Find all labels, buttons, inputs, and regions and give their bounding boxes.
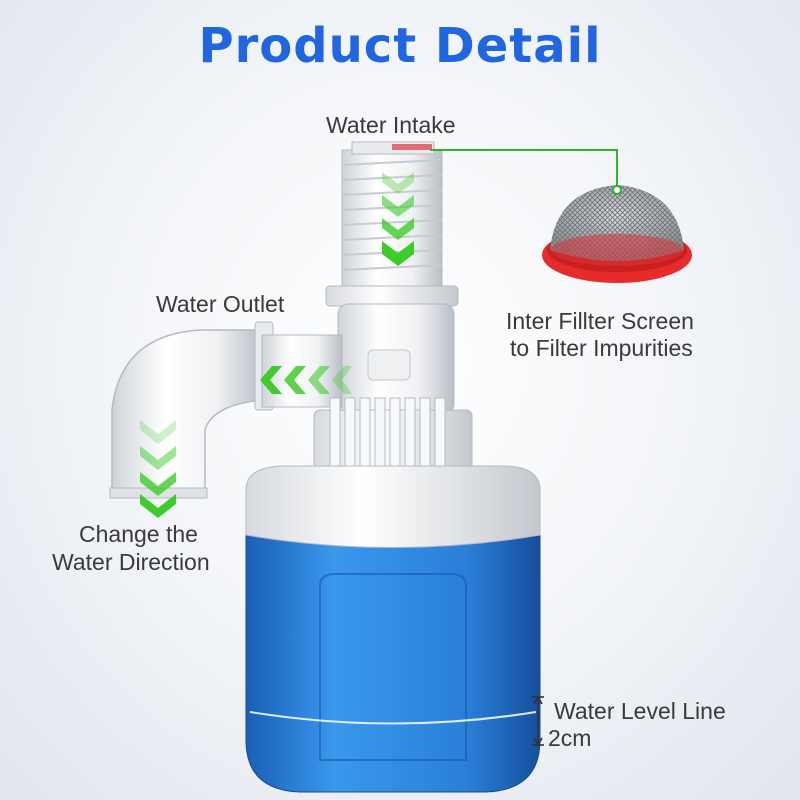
page-title: Product Detail: [198, 18, 602, 74]
water-level-line: [249, 711, 537, 725]
outlet-arrows: [260, 366, 352, 394]
intake-arrows: [382, 172, 414, 266]
filter-label-line1: Inter Fillter Screen: [506, 308, 694, 334]
intake-pipe: [325, 141, 459, 307]
direction-label-line2: Water Direction: [52, 549, 210, 575]
level-label-line2: 2cm: [548, 725, 592, 751]
direction-arrows: [140, 420, 176, 518]
float-body: [245, 465, 541, 793]
water-intake-label: Water Intake: [326, 112, 456, 138]
level-indicator: [532, 695, 544, 747]
filter-label-line2: to Filter Impurities: [510, 335, 693, 361]
level-label-line1: Water Level Line: [554, 698, 726, 724]
filter-leader-line: [430, 149, 622, 195]
direction-label-line1: Change the: [79, 521, 198, 547]
valve-body: [261, 303, 455, 415]
filter-screen: [542, 185, 692, 283]
water-outlet-label: Water Outlet: [156, 291, 285, 317]
elbow-pipe: [109, 321, 274, 499]
vent-grill: [313, 397, 473, 481]
